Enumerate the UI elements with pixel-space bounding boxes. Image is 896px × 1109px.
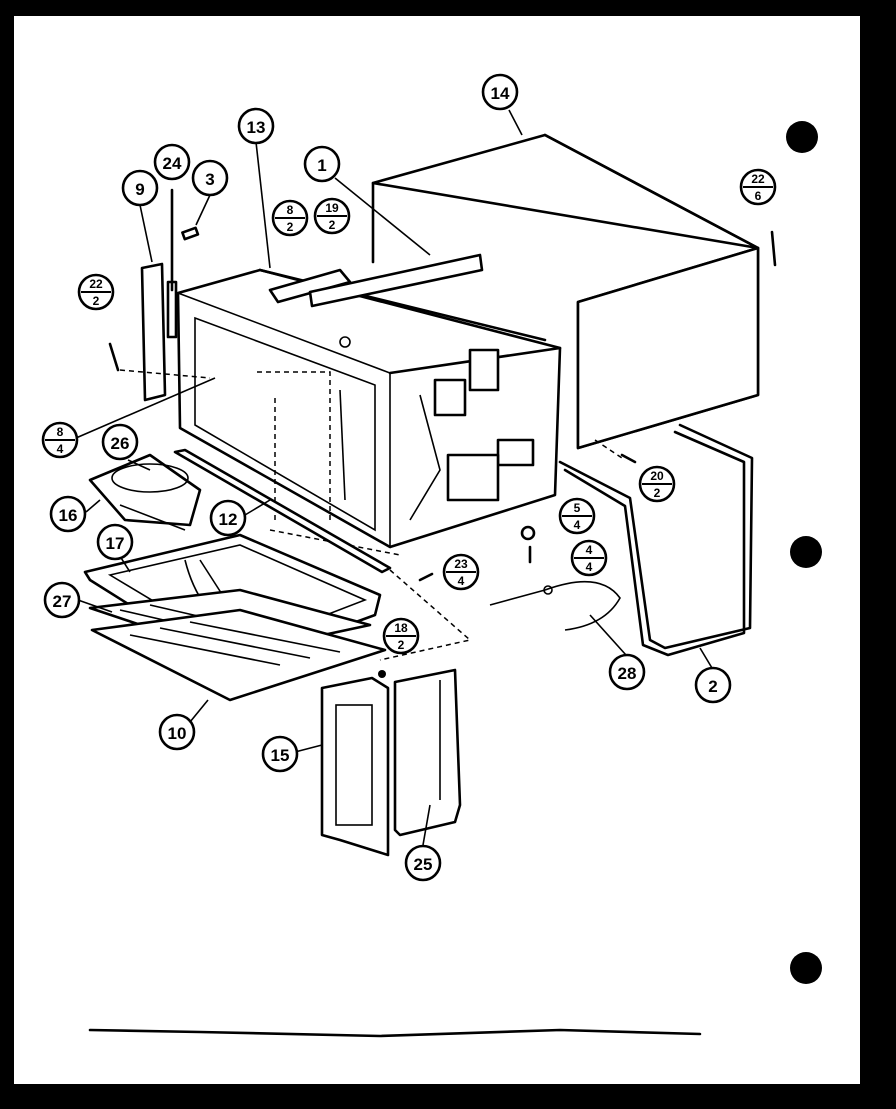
callout-22-6: 226 (739, 168, 777, 206)
callout-20-2-den: 2 (654, 486, 661, 500)
callout-4-4-den: 4 (586, 560, 593, 574)
screw-22b (770, 230, 777, 267)
callout-24: 24 (153, 143, 191, 181)
screw-20 (620, 453, 637, 464)
callout-28-label: 28 (618, 664, 637, 683)
callout-1: 1 (303, 145, 341, 183)
callout-17: 17 (96, 523, 134, 561)
callout-14-label: 14 (491, 84, 510, 103)
drain-tube (558, 423, 754, 650)
callout-28: 28 (608, 653, 646, 691)
callout-2: 2 (694, 666, 732, 704)
cabinet-wrapper (371, 133, 760, 450)
callout-22-2-num: 22 (89, 277, 103, 291)
callout-3-label: 3 (205, 170, 214, 189)
callout-22-2: 222 (77, 273, 115, 311)
callout-19-2: 192 (313, 197, 351, 235)
callout-27: 27 (43, 581, 81, 619)
main-chassis (176, 253, 562, 549)
punch-hole-middle (790, 536, 822, 568)
callout-27-label: 27 (53, 592, 72, 611)
callout-4-4-num: 4 (586, 543, 593, 557)
callout-16-label: 16 (59, 506, 78, 525)
grille-panel (90, 608, 387, 702)
callout-23-4-den: 4 (458, 574, 465, 588)
callout-8-4-num: 8 (57, 425, 64, 439)
callout-18-2-den: 2 (398, 638, 405, 652)
callout-20-2: 202 (638, 465, 676, 503)
callout-3: 3 (191, 159, 229, 197)
callout-20-2-num: 20 (650, 469, 664, 483)
callout-9-label: 9 (135, 180, 144, 199)
callout-14: 14 (481, 73, 519, 111)
callout-2-label: 2 (708, 677, 717, 696)
callout-8-4: 84 (41, 421, 79, 459)
screw-18 (378, 670, 386, 678)
air-guide (173, 448, 392, 574)
grommet (520, 525, 536, 541)
screw-23 (418, 572, 434, 582)
callout-10: 10 (158, 713, 196, 751)
scan-artifact (88, 1028, 702, 1038)
callout-15: 15 (261, 735, 299, 773)
callout-22-2-den: 2 (93, 294, 100, 308)
callout-5-4-num: 5 (574, 501, 581, 515)
callout-23-4: 234 (442, 553, 480, 591)
callout-16: 16 (49, 495, 87, 533)
callout-8-4-den: 4 (57, 442, 64, 456)
callout-8-2-den: 2 (287, 220, 294, 234)
punch-hole-top (786, 121, 818, 153)
callout-5-4: 54 (558, 497, 596, 535)
callout-10-label: 10 (168, 724, 187, 743)
door-frame (320, 676, 390, 857)
callout-19-2-num: 19 (325, 201, 339, 215)
control-panel (393, 668, 462, 837)
callout-13: 13 (237, 107, 275, 145)
callout-17-label: 17 (106, 534, 125, 553)
callout-24-label: 24 (163, 154, 182, 173)
callout-19-2-den: 2 (329, 218, 336, 232)
drain-tube-inner (563, 430, 746, 657)
punch-hole-bottom (790, 952, 822, 984)
callout-18-2: 182 (382, 617, 420, 655)
callout-12-label: 12 (219, 510, 238, 529)
assembly-guides (119, 369, 626, 661)
callout-9: 9 (121, 169, 159, 207)
callout-15-label: 15 (271, 746, 290, 765)
callout-26-label: 26 (111, 434, 130, 453)
sensor-cable (489, 580, 621, 631)
leader-lines (75, 109, 713, 846)
callout-1-label: 1 (317, 156, 326, 175)
callout-18-2-num: 18 (394, 621, 408, 635)
screw-22a (108, 342, 120, 372)
callout-25-label: 25 (414, 855, 433, 874)
callout-5-4-den: 4 (574, 518, 581, 532)
callout-22-6-den: 6 (755, 189, 762, 203)
callout-8-2-num: 8 (287, 203, 294, 217)
callout-13-label: 13 (247, 118, 266, 137)
callout-8-2: 82 (271, 199, 309, 237)
callout-25: 25 (404, 844, 442, 882)
callout-22-6-num: 22 (751, 172, 765, 186)
callout-12: 12 (209, 499, 247, 537)
fan-assembly (88, 453, 202, 531)
callout-23-4-num: 23 (454, 557, 468, 571)
side-panel (140, 188, 200, 402)
callout-4-4: 44 (570, 539, 608, 577)
callout-26: 26 (101, 423, 139, 461)
